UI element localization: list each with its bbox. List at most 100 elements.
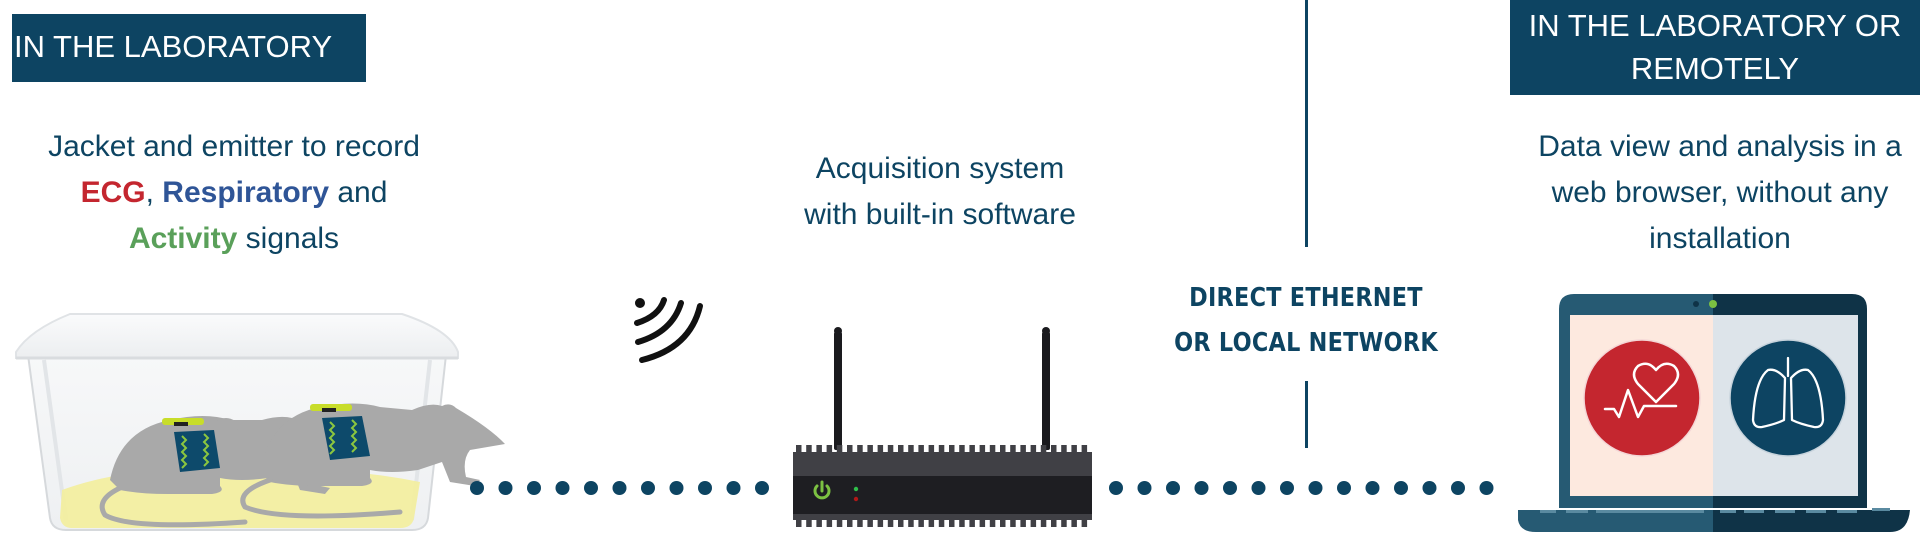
jacket [174, 430, 220, 472]
router-fin [918, 445, 924, 453]
jacket-zigzag [180, 435, 188, 469]
router-fin [1030, 519, 1037, 527]
key [1566, 510, 1588, 513]
emitter [162, 418, 204, 425]
keyboard-hints [1540, 508, 1890, 513]
router-fin [1000, 519, 1006, 527]
jacket-zigzag [328, 421, 336, 455]
connector-dot [698, 481, 712, 495]
ecg-term: ECG [80, 176, 146, 209]
router-fin [928, 519, 935, 527]
router-fin [908, 445, 914, 453]
in-the-laboratory-badge: IN THE LABORATORY [12, 14, 366, 82]
router-fin [959, 519, 965, 527]
router-fin [877, 519, 884, 527]
router-fin [847, 445, 853, 453]
router-fin [938, 519, 945, 527]
connector-dot [1166, 481, 1180, 495]
router-fin [949, 519, 955, 527]
network-line: DIRECT ETHERNET [1189, 283, 1423, 313]
dotted-connector-right [1109, 481, 1494, 495]
laptop-base-left [1518, 510, 1713, 532]
ecg-trace [1603, 388, 1678, 419]
connector-dot [755, 481, 769, 495]
desc-line: Data view and analysis in a [1538, 130, 1902, 163]
router-fin [898, 445, 904, 453]
acquisition-description: Acquisition system with built-in softwar… [740, 146, 1140, 238]
router-fin [836, 445, 843, 453]
badge-text: IN THE LABORATORY OR [1528, 8, 1902, 43]
connector-dot [1337, 481, 1351, 495]
connector-dot [1365, 481, 1380, 495]
router-fin [1061, 519, 1067, 527]
connector-dot [1194, 481, 1209, 495]
separator-line-bottom [1305, 381, 1308, 448]
emitter [310, 404, 352, 411]
jacket-zigzag [202, 433, 210, 467]
lung-right [1789, 368, 1825, 429]
rat-body [260, 403, 505, 486]
emitter-chip [174, 422, 188, 426]
connector-dot [1109, 481, 1123, 495]
rat-ear [214, 418, 238, 438]
router-fins-bottom [796, 519, 1088, 527]
power-arc [813, 484, 831, 500]
connector-dot [498, 481, 513, 495]
signals-text: signals [245, 222, 340, 255]
desc-line: Acquisition system [815, 152, 1065, 185]
router-fin [949, 445, 955, 453]
router-fin [918, 519, 924, 527]
heart-circle [1583, 339, 1701, 457]
connector-dot [1394, 481, 1408, 495]
router-fin [867, 445, 873, 453]
desc-line: installation [1649, 222, 1791, 255]
connector-dot [612, 481, 627, 495]
router-fin [806, 519, 812, 527]
jacket-1 [162, 418, 220, 472]
cage-lid [15, 313, 459, 359]
router-fin [867, 519, 873, 527]
router-fin [816, 445, 822, 453]
jacket-2 [310, 404, 370, 460]
antenna-right [1042, 332, 1050, 450]
router-fin [938, 445, 945, 453]
router-fin [1071, 445, 1077, 453]
laptop [1518, 294, 1910, 532]
badge-text: REMOTELY [1630, 51, 1800, 86]
router-fin [1030, 445, 1037, 453]
heart-ecg-icon [1583, 339, 1701, 457]
emitter-chip [322, 408, 336, 412]
connector-dot [527, 481, 541, 495]
and-text: and [337, 176, 388, 209]
router-fin [877, 445, 884, 453]
connector-dot [641, 481, 655, 495]
rat-tail [99, 485, 248, 528]
respiratory-term: Respiratory [162, 176, 330, 209]
power-icon [813, 480, 831, 500]
router-fin [1020, 519, 1026, 527]
laboratory-or-remotely-badge: IN THE LABORATORY OR REMOTELY [1510, 0, 1920, 95]
router-lower-body [793, 514, 1092, 520]
antenna-tip [1042, 327, 1050, 335]
comma: , [145, 176, 154, 209]
acquisition-router [793, 327, 1092, 527]
router-fin [1051, 519, 1057, 527]
router-fin [816, 519, 822, 527]
signal-arc [634, 297, 667, 326]
router-fin [887, 445, 894, 453]
signal-arc [639, 303, 703, 363]
router-fin [1051, 445, 1057, 453]
key [1540, 510, 1556, 513]
lung-left [1751, 368, 1787, 429]
router-fin [1061, 445, 1067, 453]
lungs-icon [1729, 339, 1847, 457]
antenna-tip [834, 327, 842, 335]
separator-line-top [1305, 0, 1308, 247]
router-fin [836, 519, 843, 527]
router-front-panel [793, 476, 1092, 516]
antenna-left [834, 332, 842, 450]
signal-arc [635, 300, 684, 345]
browser-description: Data view and analysis in a web browser,… [1505, 124, 1932, 262]
router-fins-top [796, 445, 1088, 453]
